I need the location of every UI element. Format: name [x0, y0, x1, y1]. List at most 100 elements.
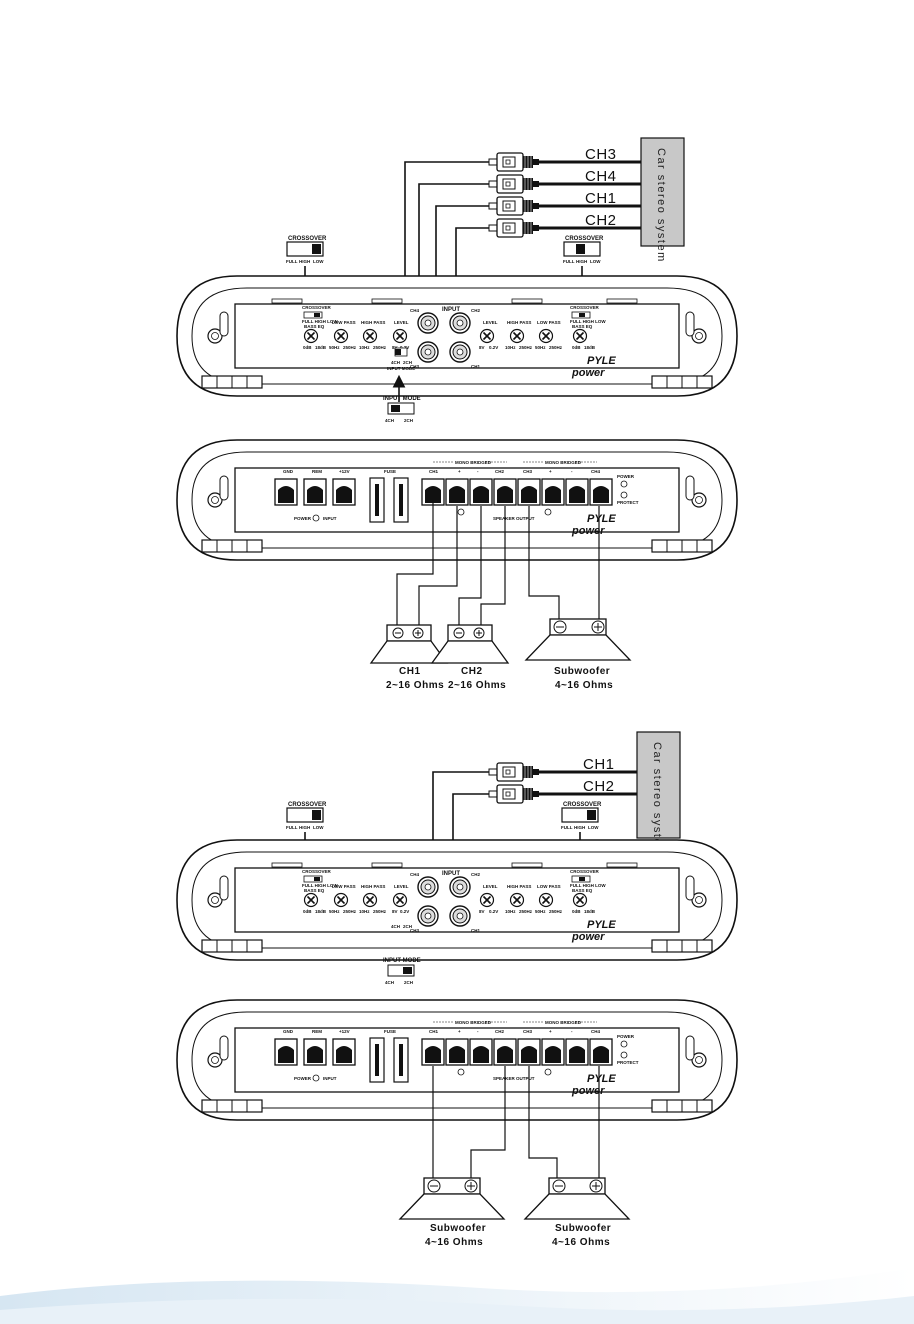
- speaker-terminal-3[interactable]: [469, 478, 493, 506]
- svg-text:0.2V: 0.2V: [400, 909, 409, 914]
- rca-jack-ch4[interactable]: [417, 312, 439, 334]
- svg-text:FULL: FULL: [286, 259, 298, 264]
- speaker-terminal-2-6[interactable]: [541, 1038, 565, 1066]
- speaker-terminal-5[interactable]: [517, 478, 541, 506]
- speaker-terminal-7[interactable]: [565, 478, 589, 506]
- rca-jack-ch2[interactable]: [449, 312, 471, 334]
- knob-high-pass-left[interactable]: [362, 328, 378, 344]
- svg-text:CROSSOVER: CROSSOVER: [563, 802, 602, 808]
- rca-jack-2-ch4[interactable]: [417, 876, 439, 898]
- rca-jack-2-ch2[interactable]: [449, 876, 471, 898]
- knob-high-pass-right[interactable]: [509, 328, 525, 344]
- rca-label-ch4: CH4: [585, 168, 617, 185]
- svg-text:4CH: 4CH: [385, 418, 394, 423]
- speaker-ch1: [370, 624, 448, 664]
- crossover-label: CROSSOVER: [288, 236, 327, 242]
- knob-level-left[interactable]: [392, 328, 408, 344]
- knob-bass-eq-right[interactable]: [572, 328, 588, 344]
- speaker-terminal-2-1[interactable]: [421, 1038, 445, 1066]
- svg-text:50Hz: 50Hz: [535, 909, 546, 914]
- rca-label-ch1: CH1: [585, 190, 617, 207]
- svg-text:+12V: +12V: [339, 1029, 350, 1034]
- svg-text:LOW PASS: LOW PASS: [332, 884, 356, 889]
- svg-text:POWER: POWER: [617, 1034, 635, 1039]
- car-stereo-box-1: Car stereo system: [640, 137, 685, 263]
- rca-jack-2-ch3[interactable]: [417, 905, 439, 927]
- rca-jack-ch1[interactable]: [449, 341, 471, 363]
- knob-2-high-pass-right[interactable]: [509, 892, 525, 908]
- terminal-2-12v[interactable]: [332, 1038, 356, 1066]
- svg-text:CROSSOVER: CROSSOVER: [570, 305, 600, 310]
- svg-text:HIGH PASS: HIGH PASS: [361, 884, 385, 889]
- rca-plug-ch1: [488, 196, 540, 216]
- svg-text:MONO BRIDGED: MONO BRIDGED: [455, 1020, 492, 1025]
- svg-text:-: -: [571, 1029, 573, 1034]
- svg-text:250Hz: 250Hz: [549, 909, 563, 914]
- svg-text:CH4: CH4: [410, 872, 419, 877]
- svg-text:CH4: CH4: [410, 308, 419, 313]
- speaker-terminal-2[interactable]: [445, 478, 469, 506]
- speaker-terminal-2-7[interactable]: [565, 1038, 589, 1066]
- knob-2-high-pass-left[interactable]: [362, 892, 378, 908]
- svg-text:-: -: [477, 469, 479, 474]
- speaker-terminal-4[interactable]: [493, 478, 517, 506]
- speaker-terminal-8[interactable]: [589, 478, 613, 506]
- amp-top-panel-2: CROSSOVER FULL HIGH LOW BASS EQ CROSSOVE…: [176, 839, 738, 961]
- terminal-2-rem[interactable]: [303, 1038, 327, 1066]
- svg-text:FUSE: FUSE: [384, 469, 396, 474]
- svg-text:LEVEL: LEVEL: [483, 320, 498, 325]
- speaker-subwoofer-2b: [523, 1177, 631, 1220]
- svg-text:PYLE: PYLE: [587, 513, 616, 525]
- rca-label-ch3: CH3: [585, 146, 617, 163]
- rca-jack-ch3[interactable]: [417, 341, 439, 363]
- amp-terminal-panel-1: GND REM +12V FUSE POWER INPUT MONO BRIDG…: [176, 439, 738, 561]
- svg-text:power: power: [571, 1085, 605, 1097]
- knob-level-right[interactable]: [479, 328, 495, 344]
- speaker-terminal-2-5[interactable]: [517, 1038, 541, 1066]
- speaker-terminal-2-3[interactable]: [469, 1038, 493, 1066]
- svg-text:MONO BRIDGED: MONO BRIDGED: [455, 460, 492, 465]
- speaker-terminal-2-8[interactable]: [589, 1038, 613, 1066]
- svg-text:INPUT: INPUT: [323, 1076, 337, 1081]
- svg-text:FULL HIGH LOW: FULL HIGH LOW: [570, 319, 606, 324]
- terminal-2-gnd[interactable]: [274, 1038, 298, 1066]
- knob-2-low-pass-left[interactable]: [333, 892, 349, 908]
- svg-text:4CH: 4CH: [385, 980, 394, 985]
- svg-text:+12V: +12V: [339, 469, 350, 474]
- svg-text:PROTECT: PROTECT: [617, 500, 639, 505]
- svg-text:LEVEL: LEVEL: [394, 884, 409, 889]
- svg-text:50Hz: 50Hz: [329, 909, 340, 914]
- knob-2-bass-eq-right[interactable]: [572, 892, 588, 908]
- speaker-impedance-ch1: 2~16 Ohms: [386, 680, 444, 691]
- knob-low-pass-left[interactable]: [333, 328, 349, 344]
- knob-2-level-left[interactable]: [392, 892, 408, 908]
- svg-text:INPUT MODE: INPUT MODE: [387, 366, 415, 371]
- terminal-rem[interactable]: [303, 478, 327, 506]
- terminal-12v[interactable]: [332, 478, 356, 506]
- svg-text:POWER: POWER: [294, 1076, 312, 1081]
- knob-bass-eq-left[interactable]: [303, 328, 319, 344]
- stereo-label-2: Car stereo system: [651, 742, 663, 857]
- svg-text:INPUT MODE: INPUT MODE: [383, 396, 421, 402]
- speaker-name-ch1: CH1: [399, 666, 421, 677]
- knob-2-bass-eq-left[interactable]: [303, 892, 319, 908]
- svg-text:INPUT: INPUT: [442, 307, 460, 313]
- svg-text:2CH: 2CH: [403, 924, 412, 929]
- svg-text:+: +: [458, 1029, 461, 1034]
- rca-jack-2-ch1[interactable]: [449, 905, 471, 927]
- speaker-terminal-2-2[interactable]: [445, 1038, 469, 1066]
- svg-text:FULL HIGH LOW: FULL HIGH LOW: [302, 883, 338, 888]
- svg-text:8V: 8V: [392, 909, 398, 914]
- svg-text:0.2V: 0.2V: [400, 345, 409, 350]
- knob-2-low-pass-right[interactable]: [538, 892, 554, 908]
- knob-low-pass-right[interactable]: [538, 328, 554, 344]
- terminal-gnd[interactable]: [274, 478, 298, 506]
- knob-2-level-right[interactable]: [479, 892, 495, 908]
- svg-text:8V: 8V: [392, 345, 398, 350]
- speaker-terminal-6[interactable]: [541, 478, 565, 506]
- svg-text:250Hz: 250Hz: [373, 909, 387, 914]
- speaker-terminal-2-4[interactable]: [493, 1038, 517, 1066]
- svg-text:POWER: POWER: [617, 474, 635, 479]
